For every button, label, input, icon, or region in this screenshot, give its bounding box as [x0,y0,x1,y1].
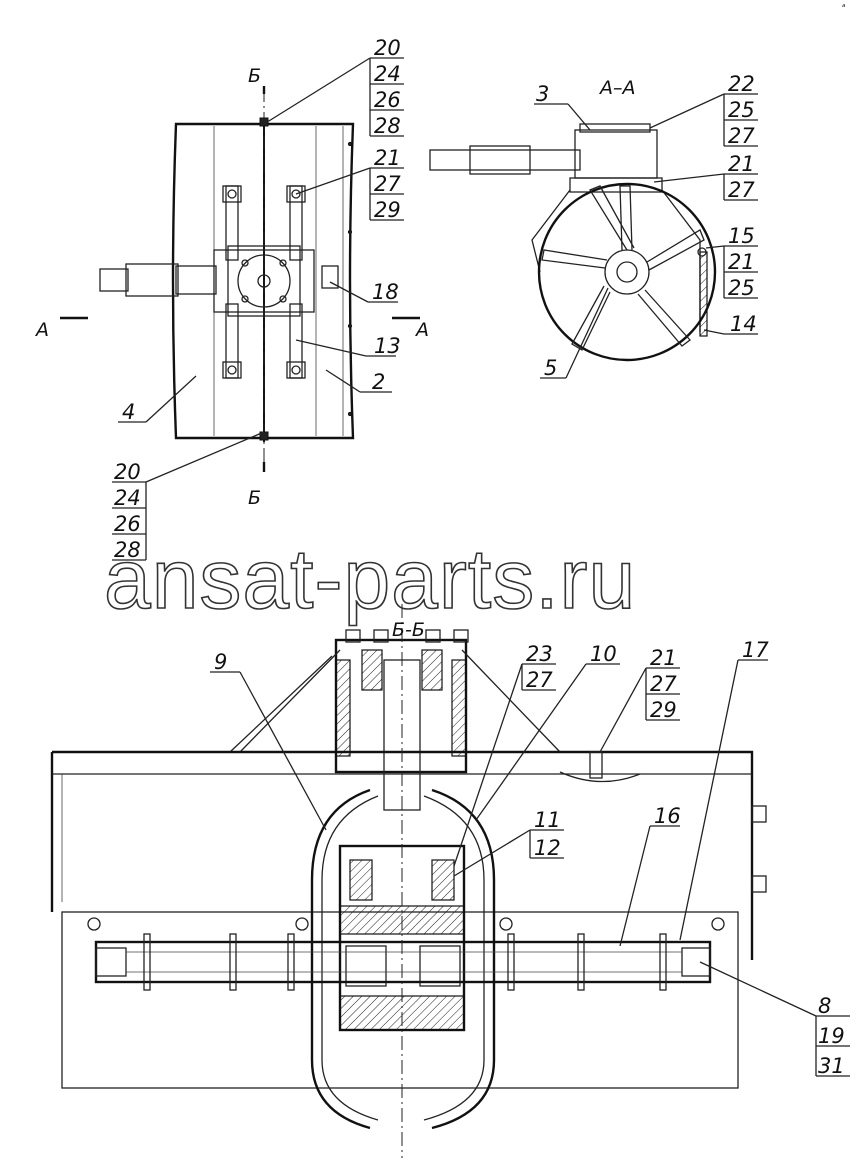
svg-text:27: 27 [526,668,553,692]
callout-9: 9 [214,650,227,674]
callout-bb-11-stack: 11 12 [534,808,561,860]
section-bb-view [50,604,767,1158]
cut-a-right-label: А [414,319,429,341]
svg-text:29: 29 [650,698,677,722]
svg-text:21: 21 [650,646,677,670]
watermark: ansat-parts.ru [104,532,636,626]
svg-text:12: 12 [534,836,561,860]
callout-14: 14 [730,312,757,336]
callout-right-top-stack: 22 25 27 [728,72,755,148]
corner-mark: ᵃ [842,3,846,13]
svg-text:23: 23 [526,642,553,666]
svg-text:26: 26 [374,88,401,112]
callout-17: 17 [742,638,769,662]
cut-b-top-label: Б [248,65,261,87]
callout-bb-21-stack: 21 27 29 [650,646,677,722]
callout-bb-23-stack: 23 27 [526,642,553,692]
svg-text:31: 31 [818,1054,845,1078]
svg-text:24: 24 [114,486,141,510]
svg-text:21: 21 [728,152,755,176]
callout-2: 2 [372,370,385,394]
section-aa-view [429,123,717,362]
svg-text:28: 28 [374,114,401,138]
callout-5: 5 [544,356,557,380]
svg-text:27: 27 [650,672,677,696]
svg-text:21: 21 [728,250,755,274]
callout-4: 4 [122,400,135,424]
svg-text:20: 20 [374,36,401,60]
svg-text:24: 24 [374,62,401,86]
svg-text:27: 27 [374,172,401,196]
svg-text:25: 25 [728,98,755,122]
callout-side-stack: 15 21 25 [728,224,755,300]
svg-text:20: 20 [114,460,141,484]
callout-18: 18 [372,280,399,304]
callout-10: 10 [590,642,617,666]
section-bb-title: Б-Б [392,619,425,641]
svg-text:15: 15 [728,224,755,248]
callout-mid-stack: 21 27 29 [374,146,401,222]
svg-text:21: 21 [374,146,401,170]
svg-text:11: 11 [534,808,561,832]
svg-text:26: 26 [114,512,141,536]
cut-b-bottom-label: Б [248,487,261,509]
callout-bottom-stack: 20 24 26 28 [114,460,141,562]
svg-text:28: 28 [114,538,141,562]
callout-right-mid-stack: 21 27 [728,152,755,202]
callout-16: 16 [654,804,681,828]
svg-text:27: 27 [728,178,755,202]
callout-bb-8-stack: 8 19 31 [818,994,845,1078]
svg-text:27: 27 [728,124,755,148]
svg-text:19: 19 [818,1024,845,1048]
leader-lines [112,57,850,1077]
callout-3: 3 [536,82,549,106]
svg-text:22: 22 [728,72,755,96]
svg-text:25: 25 [728,276,755,300]
callout-13: 13 [374,334,401,358]
section-aa-title: А–А [598,77,636,99]
callout-top-stack: 20 24 26 28 [374,36,401,138]
svg-text:29: 29 [374,198,401,222]
plan-view [60,86,420,472]
callout-singles: 18 13 2 4 3 5 14 9 10 16 17 [122,82,769,828]
cut-a-left-label: А [34,319,49,341]
svg-text:8: 8 [818,994,831,1018]
